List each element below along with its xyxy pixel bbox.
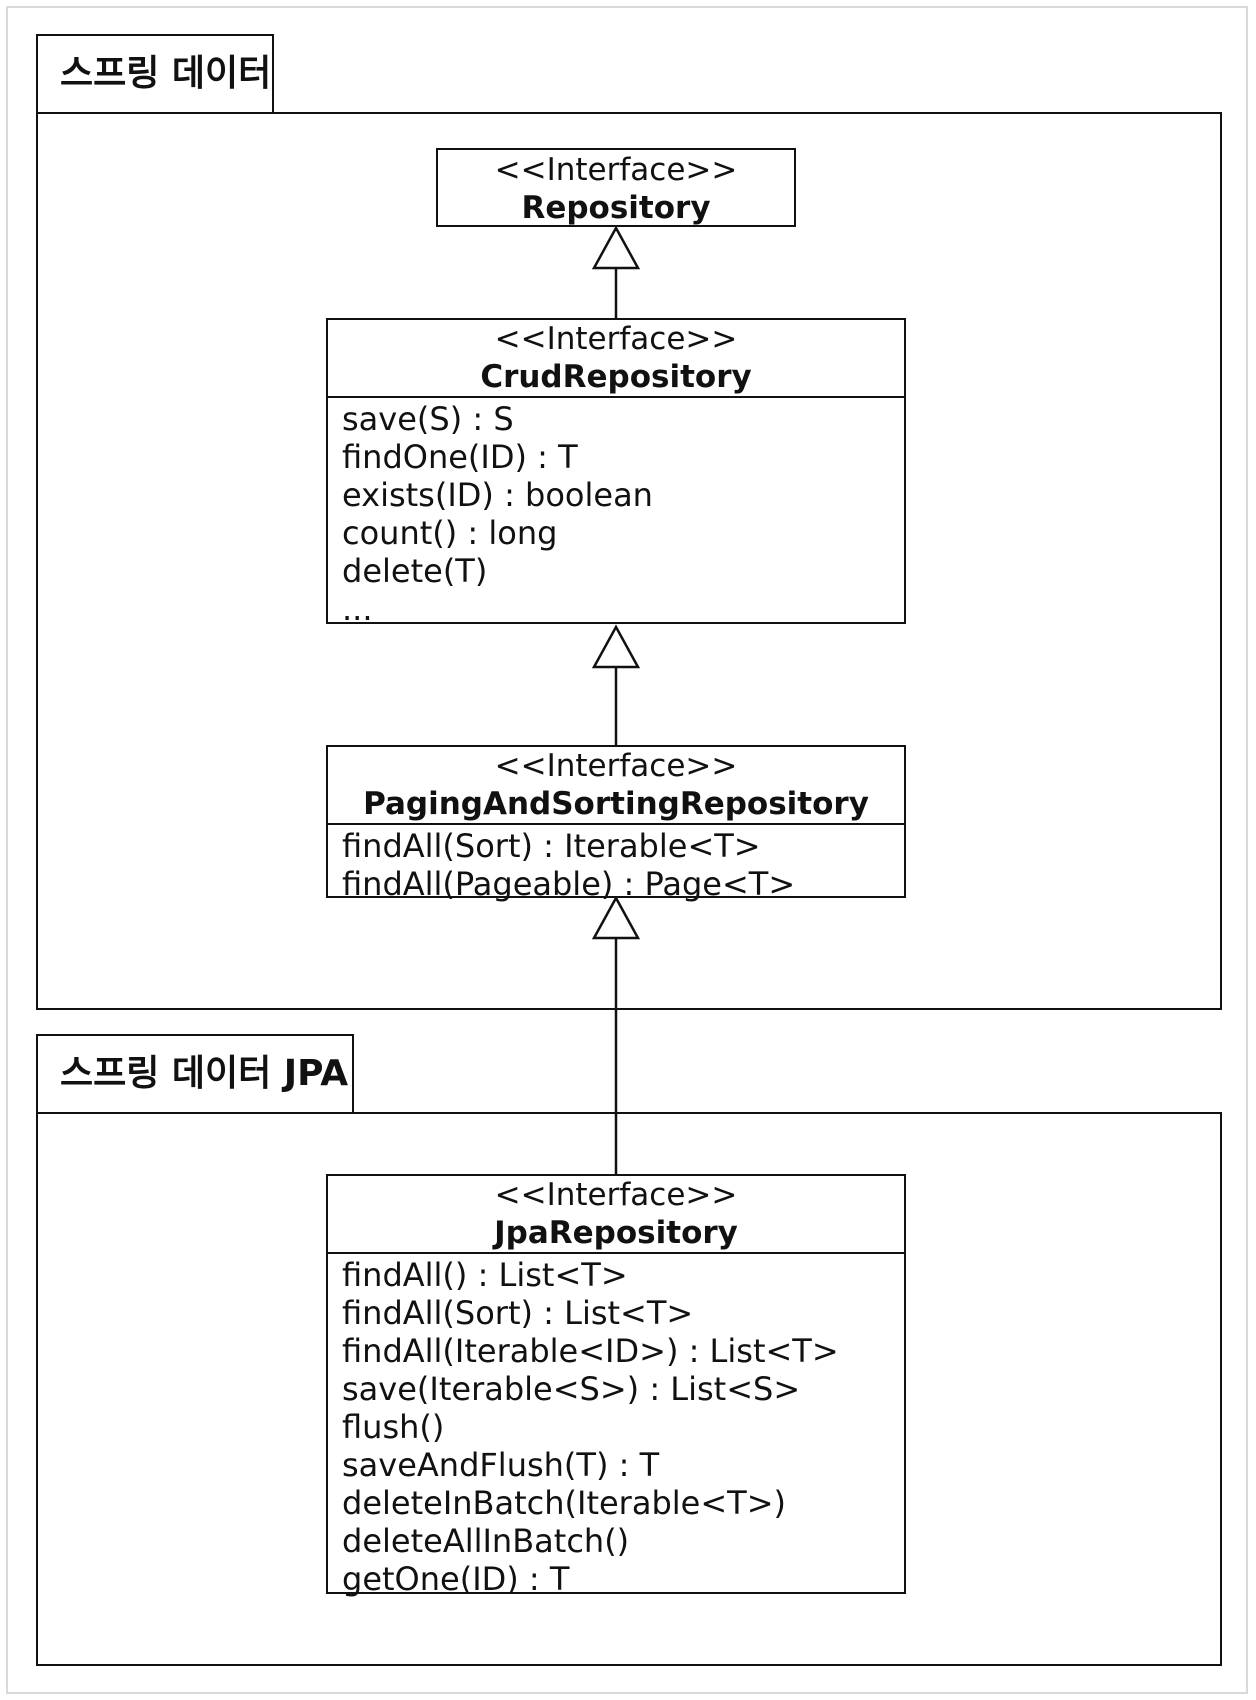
class-header: <<Interface>> JpaRepository (328, 1176, 904, 1252)
class-crud-repository: <<Interface>> CrudRepository save(S) : S… (326, 318, 906, 628)
class-name: JpaRepository (494, 1215, 738, 1251)
diagram-frame (6, 6, 1248, 1694)
package-tab-spring-data-jpa: 스프링 데이터 JPA (36, 1034, 354, 1114)
operations-compartment: findAll() : List<T> findAll(Sort) : List… (328, 1252, 904, 1598)
stereotype-label: <<Interface>> (494, 152, 738, 188)
inheritance-arrowhead (591, 624, 641, 669)
operation: count() : long (342, 514, 558, 552)
stereotype-label: <<Interface>> (494, 321, 738, 357)
class-header: <<Interface>> Repository (438, 150, 794, 227)
class-header: <<Interface>> PagingAndSortingRepository (328, 747, 904, 823)
class-paging-and-sorting-repository: <<Interface>> PagingAndSortingRepository… (326, 745, 906, 903)
operations-compartment: save(S) : S findOne(ID) : T exists(ID) :… (328, 396, 904, 628)
stereotype-label: <<Interface>> (494, 748, 738, 784)
class-jpa-repository: <<Interface>> JpaRepository findAll() : … (326, 1174, 906, 1598)
operation: findAll(Sort) : List<T> (342, 1294, 694, 1332)
operation: findAll(Pageable) : Page<T> (342, 865, 796, 903)
operation: delete(T) (342, 552, 488, 590)
stereotype-label: <<Interface>> (494, 1177, 738, 1213)
operation: findOne(ID) : T (342, 438, 578, 476)
inheritance-arrowhead (591, 225, 641, 270)
operations-compartment: findAll(Sort) : Iterable<T> findAll(Page… (328, 823, 904, 903)
operation: findAll() : List<T> (342, 1256, 628, 1294)
operation: saveAndFlush(T) : T (342, 1446, 660, 1484)
package-tab-spring-data: 스프링 데이터 (36, 34, 274, 114)
operation: save(S) : S (342, 400, 514, 438)
operation: deleteInBatch(Iterable<T>) (342, 1484, 786, 1522)
operation: findAll(Sort) : Iterable<T> (342, 827, 761, 865)
class-name: CrudRepository (480, 359, 752, 395)
operation: getOne(ID) : T (342, 1560, 570, 1598)
operation: ... (342, 590, 373, 628)
package-label: 스프링 데이터 JPA (60, 1053, 349, 1094)
operation: exists(ID) : boolean (342, 476, 653, 514)
operation: flush() (342, 1408, 445, 1446)
operation: deleteAllInBatch() (342, 1522, 630, 1560)
package-label: 스프링 데이터 (60, 53, 272, 94)
operation: findAll(Iterable<ID>) : List<T> (342, 1332, 839, 1370)
class-name: Repository (521, 190, 711, 226)
operation: save(Iterable<S>) : List<S> (342, 1370, 801, 1408)
class-repository: <<Interface>> Repository (436, 148, 796, 227)
class-name: PagingAndSortingRepository (363, 786, 869, 822)
inheritance-arrowhead (591, 895, 641, 940)
class-header: <<Interface>> CrudRepository (328, 320, 904, 396)
